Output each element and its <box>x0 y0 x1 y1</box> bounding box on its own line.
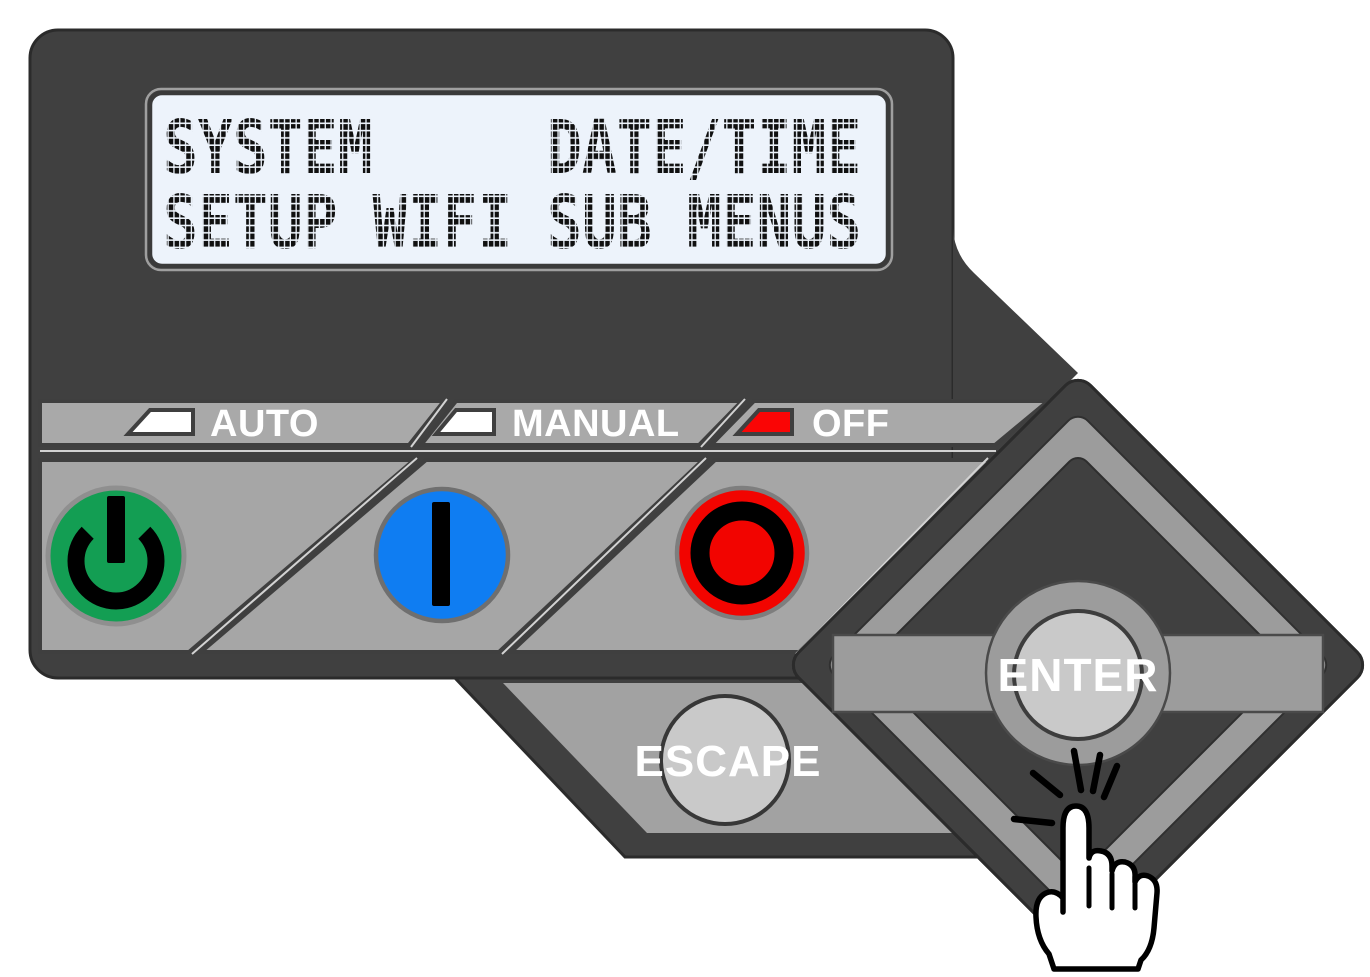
lcd-outer-rim <box>144 87 894 272</box>
auto-led-icon <box>123 408 195 436</box>
enter-button[interactable]: ENTER <box>998 609 1159 741</box>
row-separator-seams <box>40 450 996 655</box>
lcd-line2: SETUP WIFI SUB MENUS <box>163 179 861 266</box>
off-ring-icon <box>690 501 794 605</box>
enter-button-label: ENTER <box>998 649 1159 701</box>
indicator-segment-manual <box>416 399 747 447</box>
mode-button-row <box>38 450 996 655</box>
off-button[interactable] <box>674 485 810 621</box>
lcd-screen <box>147 90 891 269</box>
off-led-icon <box>732 408 794 436</box>
lcd-line1-right: DATE/TIME <box>547 104 861 191</box>
lcd-line1-left: SYSTEM <box>163 104 373 191</box>
off-indicator-label: OFF <box>812 403 889 445</box>
indicator-segment-off <box>706 399 1054 447</box>
hand-finger-folds <box>1086 865 1138 911</box>
manual-on-button[interactable] <box>373 486 511 624</box>
escape-button-label: ESCAPE <box>635 737 822 786</box>
auto-power-button[interactable] <box>45 485 187 627</box>
click-burst-icon <box>1010 747 1121 827</box>
escape-button[interactable]: ESCAPE <box>635 694 822 826</box>
indicator-strip: AUTO MANUAL OFF <box>38 398 1054 448</box>
power-icon <box>67 496 165 610</box>
strip-separator-seams <box>410 398 746 448</box>
escape-button-face[interactable] <box>659 694 791 826</box>
on-bar-icon <box>432 502 450 606</box>
hand-click-cursor <box>1010 747 1160 972</box>
manual-indicator-label: MANUAL <box>512 403 680 445</box>
manual-led-icon <box>431 408 496 436</box>
enter-button-face[interactable] <box>1012 609 1144 741</box>
auto-indicator-label: AUTO <box>210 403 319 445</box>
lcd-text-block: SYSTEM DATE/TIME SETUP WIFI SUB MENUS <box>163 104 861 266</box>
